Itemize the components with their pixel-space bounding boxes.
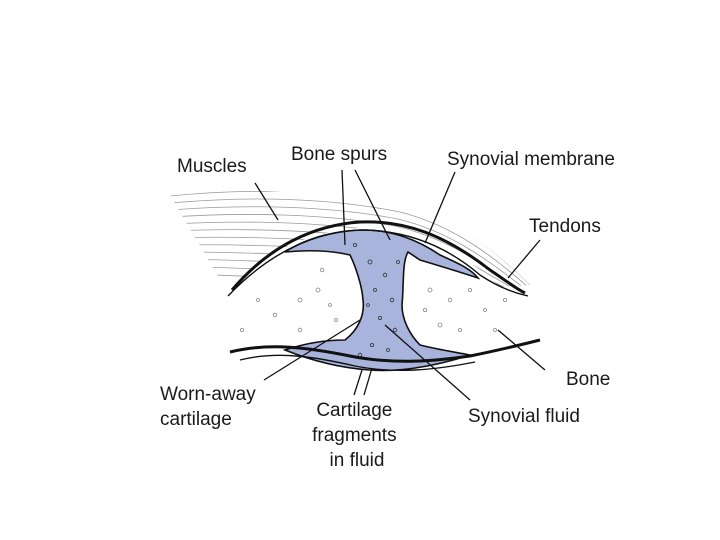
label-bone: Bone <box>566 369 610 390</box>
leader-bone <box>498 330 545 370</box>
label-synovial-fluid: Synovial fluid <box>468 406 580 427</box>
leader-cartilage-fragments-a <box>354 370 362 395</box>
label-synovial-membrane: Synovial membrane <box>447 149 615 170</box>
label-cartilage-fragments: Cartilage fragments in fluid <box>312 400 402 471</box>
leader-synovial-membrane <box>425 172 455 243</box>
label-worn-away-cartilage: Worn-away cartilage <box>160 384 261 430</box>
leader-tendons <box>508 240 540 278</box>
label-muscles: Muscles <box>177 156 247 177</box>
label-bone-spurs: Bone spurs <box>291 144 387 165</box>
label-tendons: Tendons <box>529 216 601 237</box>
leader-cartilage-fragments-b <box>364 368 372 395</box>
